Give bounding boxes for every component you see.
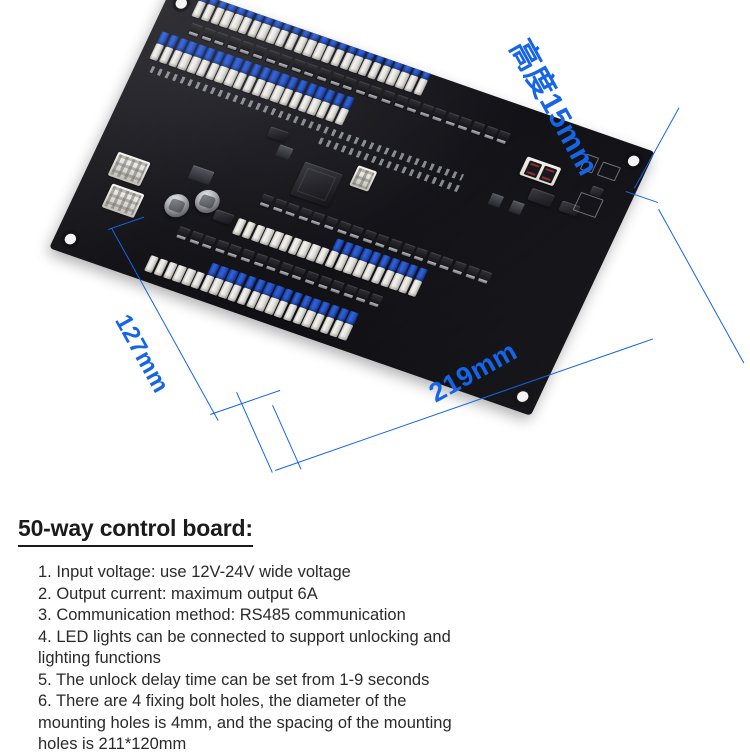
power-connector xyxy=(101,183,145,219)
list-item: 1. Input voltage: use 12V-24V wide volta… xyxy=(38,563,351,581)
list-item: mounting holes is 4mm, and the spacing o… xyxy=(38,713,452,732)
mosfet xyxy=(495,129,512,146)
list-item: 6. There are 4 fixing bolt holes, the di… xyxy=(38,692,407,710)
mosfet xyxy=(476,269,493,286)
specification-block: 50-way control board: 1. Input voltage: … xyxy=(0,500,750,753)
voltage-regulator xyxy=(187,164,215,185)
logic-ic xyxy=(266,126,290,143)
list-item: 4. LED lights can be connected to suppor… xyxy=(38,627,451,646)
electrolytic-capacitor xyxy=(160,190,194,221)
seven-segment-digit xyxy=(523,159,543,178)
specification-list: 1. Input voltage: use 12V-24V wide volta… xyxy=(38,562,458,756)
seven-segment-digit xyxy=(538,164,558,183)
mounting-hole xyxy=(515,389,531,404)
crystal-oscillator xyxy=(275,144,294,160)
dimension-extension-width2 xyxy=(271,405,302,470)
tactile-switch xyxy=(487,192,505,208)
list-item: 5. The unlock delay time can be set from… xyxy=(38,670,430,689)
mounting-hole xyxy=(173,0,189,11)
connector-bank-third xyxy=(231,206,575,348)
list-item: 2. Output current: maximum output 6A xyxy=(38,584,318,603)
list-item: lighting functions xyxy=(38,649,161,667)
list-item: holes is 211*120mm xyxy=(38,735,187,753)
driver-ic xyxy=(526,187,556,208)
list-item: 3. Communication method: RS485 communica… xyxy=(38,606,406,624)
product-photo: 高度15mm 219mm 127mm xyxy=(0,0,750,500)
logic-ic xyxy=(212,209,235,226)
tactile-switch xyxy=(508,200,525,215)
power-connector xyxy=(107,151,151,187)
header-connector xyxy=(349,165,378,192)
mounting-hole xyxy=(626,154,642,168)
mosfet xyxy=(367,293,384,309)
mounting-hole xyxy=(62,232,78,246)
dimension-line-width xyxy=(657,209,745,364)
page-title: 50-way control board: xyxy=(18,515,253,547)
microcontroller-chip xyxy=(289,161,344,208)
